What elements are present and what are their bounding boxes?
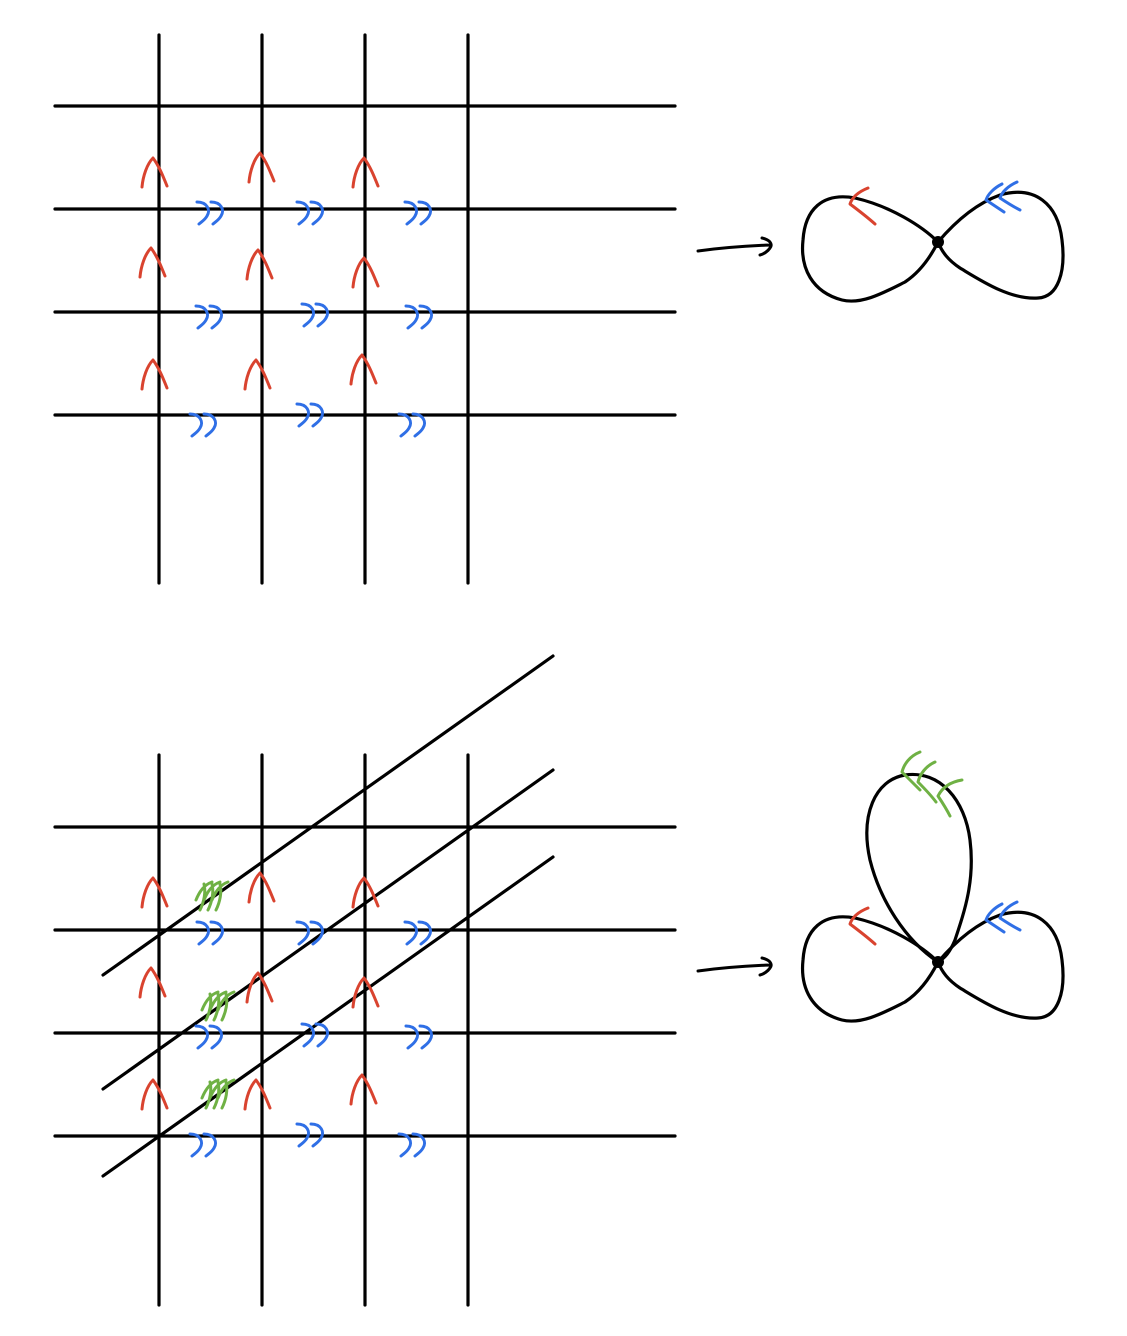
vertical-mark	[195, 920, 225, 946]
vertical-mark	[404, 1024, 434, 1050]
vertical-mark	[188, 412, 218, 438]
right-loop	[936, 190, 1065, 300]
grid-lines	[53, 33, 677, 585]
vertical-mark	[397, 412, 427, 438]
vertical-mark	[984, 180, 1022, 214]
three-direction-grid-panel	[53, 654, 1065, 1307]
vertical-mark	[194, 1024, 224, 1050]
left-loop	[800, 915, 940, 1023]
left-loop	[800, 195, 940, 303]
right-arrow-icon	[696, 236, 773, 257]
horizontal-mark	[848, 186, 877, 226]
horizontal-mark	[351, 876, 380, 909]
grid-lines	[53, 654, 677, 1307]
wedge-of-three-circles	[800, 750, 1065, 1023]
vertical-mark	[295, 402, 325, 428]
horizontal-mark	[848, 906, 877, 946]
horizontal-mark	[140, 358, 169, 391]
horizontal-mark	[140, 156, 169, 189]
vertical-mark	[403, 920, 433, 946]
diagonal-line	[101, 768, 555, 1091]
vertical-mark	[195, 200, 225, 226]
top-loop	[865, 772, 973, 964]
diagonal-mark	[200, 1078, 236, 1110]
horizontal-mark	[245, 248, 274, 281]
right-arrow-icon	[696, 956, 773, 977]
horizontal-mark	[351, 156, 380, 189]
loop-marks	[848, 750, 1022, 946]
horizontal-mark	[140, 876, 169, 909]
horizontal-mark	[245, 971, 274, 1004]
diagonal-mark	[900, 750, 964, 818]
wedge-point	[932, 956, 944, 968]
diagonal-line	[101, 855, 555, 1178]
horizontal-mark	[247, 151, 276, 184]
vertical-mark	[404, 304, 434, 330]
vertical-mark	[188, 1132, 218, 1158]
right-loop	[936, 910, 1065, 1020]
vertical-mark	[397, 1132, 427, 1158]
wedge-point	[932, 236, 944, 248]
diagonal-mark	[200, 990, 236, 1022]
vertical-mark	[295, 920, 325, 946]
vertical-mark	[300, 1022, 330, 1048]
wedge-of-two-circles	[800, 180, 1065, 303]
horizontal-mark	[247, 871, 276, 904]
horizontal-mark	[243, 1078, 272, 1111]
two-direction-grid-panel	[53, 33, 1065, 585]
horizontal-mark	[349, 353, 378, 386]
horizontal-mark	[138, 966, 167, 999]
horizontal-mark	[138, 246, 167, 279]
vertical-mark	[984, 900, 1022, 934]
vertical-mark	[403, 200, 433, 226]
vertical-mark	[295, 1122, 325, 1148]
diagonal-line	[101, 654, 555, 977]
grid-marks	[138, 871, 434, 1158]
horizontal-mark	[351, 976, 380, 1009]
horizontal-mark	[243, 358, 272, 391]
vertical-mark	[194, 304, 224, 330]
horizontal-mark	[351, 256, 380, 289]
horizontal-mark	[349, 1073, 378, 1106]
loop-marks	[848, 180, 1022, 226]
diagonal-mark	[194, 880, 230, 912]
grid-marks	[138, 151, 434, 438]
vertical-mark	[300, 302, 330, 328]
horizontal-mark	[140, 1078, 169, 1111]
vertical-mark	[295, 200, 325, 226]
